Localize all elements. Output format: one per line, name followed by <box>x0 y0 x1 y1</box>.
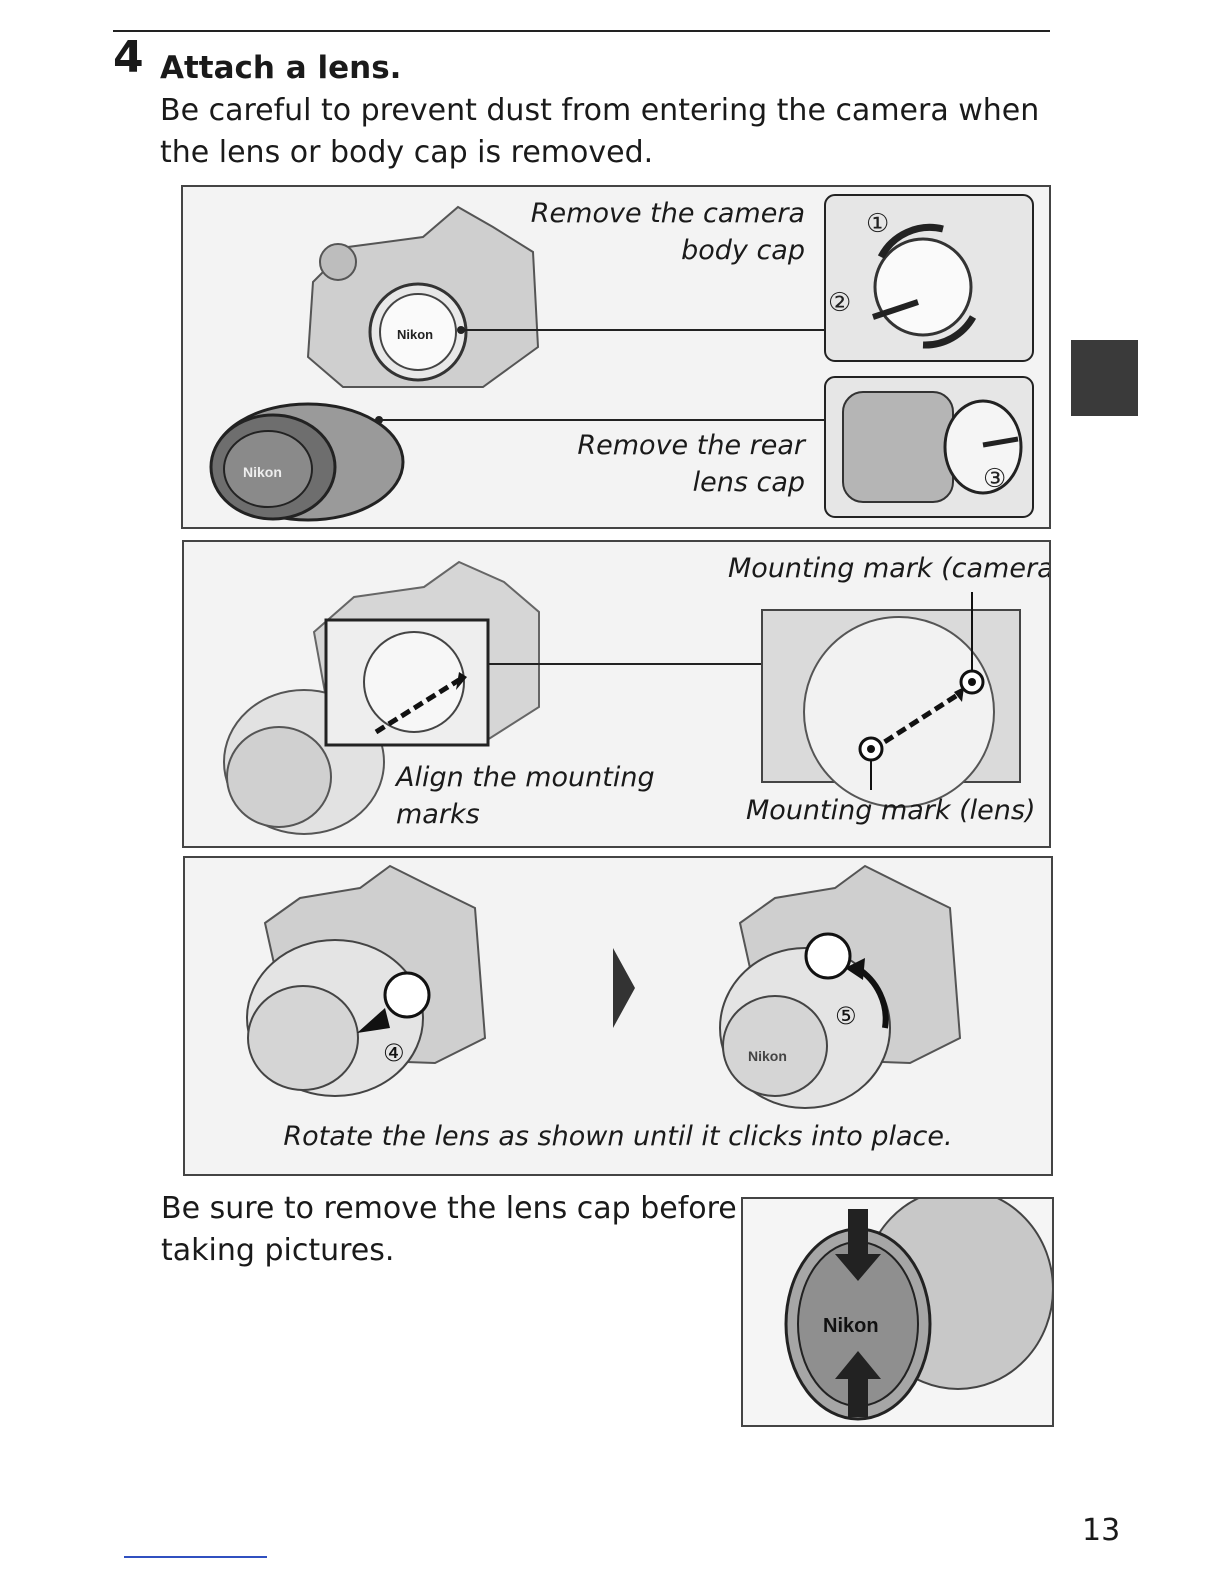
intro-text: Be careful to prevent dust from entering… <box>160 90 1039 174</box>
svg-text:Nikon: Nikon <box>243 464 282 480</box>
label-mounting-mark-camera: Mounting mark (camera) <box>728 553 1051 584</box>
step-2-marker: ② <box>828 288 851 318</box>
label-rotate-lens: Rotate the lens as shown until it clicks… <box>283 1121 953 1152</box>
rotate-arrow-icon <box>877 223 944 259</box>
camera-body-illustration: Nikon <box>306 205 540 388</box>
svg-text:Nikon: Nikon <box>748 1048 787 1064</box>
camera-after-rotate-illustration: Nikon ⑤ <box>719 864 962 1109</box>
step-3-marker: ③ <box>983 464 1006 494</box>
label-align-marks: Align the mounting marks <box>396 762 655 830</box>
label-remove-body-cap: Remove the camera body cap <box>530 198 805 266</box>
step-4-marker: ④ <box>383 1039 405 1067</box>
page-number: 13 <box>1082 1513 1121 1548</box>
panel-3-illustration: ④ Nikon ⑤ <box>246 864 962 1109</box>
svg-text:Nikon: Nikon <box>823 1315 879 1337</box>
panel-remove-caps: Nikon Nikon ① ② ③ Remove the camera body… <box>181 185 1051 529</box>
panel-rotate-lens: ④ Nikon ⑤ Rotate the lens as shown until… <box>183 856 1053 1176</box>
step-5-marker: ⑤ <box>835 1002 857 1030</box>
label-mounting-mark-lens: Mounting mark (lens) <box>746 795 1036 826</box>
panel-2-illustration <box>223 560 1021 835</box>
section-tab <box>1071 340 1138 416</box>
step-number: 4 <box>113 32 144 83</box>
footer-line <box>124 1556 267 1558</box>
press-up-arrow-icon <box>835 1351 881 1417</box>
next-arrow-icon <box>613 948 635 1028</box>
mount-closeup-illustration <box>761 592 1021 808</box>
rotate-mark-icon <box>383 971 431 1019</box>
top-rule <box>113 30 1050 32</box>
intro-line-2: the lens or body cap is removed. <box>160 135 654 170</box>
panel-1-illustration: Nikon Nikon ① ② ③ <box>209 194 1034 522</box>
press-down-arrow-icon <box>835 1209 881 1281</box>
label-remove-rear-cap: Remove the rear lens cap <box>577 430 805 498</box>
svg-text:Nikon: Nikon <box>397 327 433 342</box>
lens-cap-illustration: Nikon <box>784 1199 1052 1421</box>
lens-illustration: Nikon <box>209 402 405 522</box>
intro-line-1: Be careful to prevent dust from entering… <box>160 93 1040 128</box>
lens-cap-note: Be sure to remove the lens cap before ta… <box>161 1191 737 1268</box>
camera-lens-align-illustration <box>223 560 540 835</box>
step-title: Attach a lens. <box>160 50 402 86</box>
lens-cap-illustration-panel: Nikon <box>741 1197 1054 1427</box>
step-1-marker: ① <box>866 209 889 239</box>
panel-align-marks: Mounting mark (camera) Align the mountin… <box>182 540 1051 848</box>
camera-before-rotate-illustration: ④ <box>246 864 487 1097</box>
